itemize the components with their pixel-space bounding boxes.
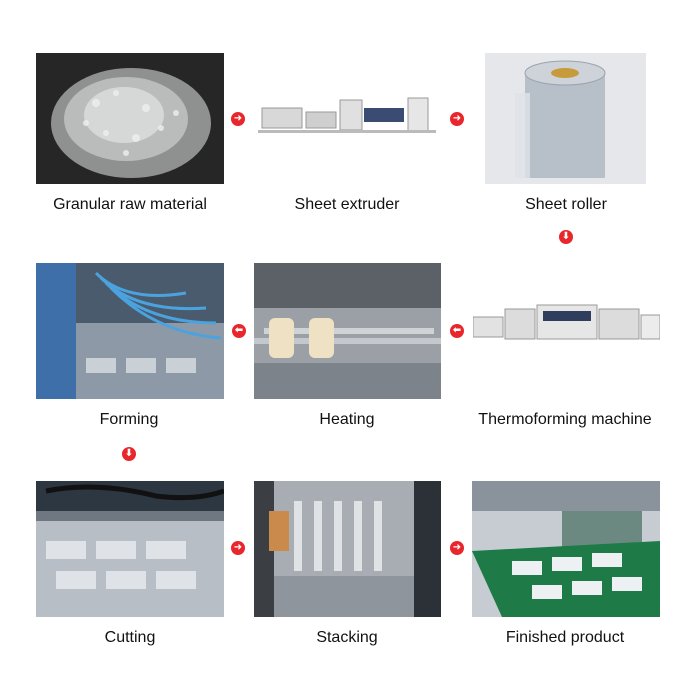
step-label: Thermoforming machine xyxy=(478,411,652,428)
step-label: Heating xyxy=(319,411,375,428)
stacking-station-image xyxy=(254,481,441,617)
arrow-left-icon: ⬅ xyxy=(450,324,464,338)
step-label: Stacking xyxy=(316,629,378,646)
step-label: Sheet roller xyxy=(525,196,607,213)
thermoforming-machine-image xyxy=(473,295,660,353)
arrow-down-icon: ⬇ xyxy=(559,230,573,244)
forming-station-image xyxy=(36,263,224,399)
heating-rollers-image xyxy=(254,263,441,399)
arrow-left-icon: ⬅ xyxy=(232,324,246,338)
step-label: Cutting xyxy=(104,629,156,646)
arrow-right-icon: ➜ xyxy=(450,541,464,555)
plastic-granules-image xyxy=(36,53,224,184)
finished-trays-image xyxy=(472,481,660,617)
step-label: Sheet extruder xyxy=(294,196,400,213)
step-label: Granular raw material xyxy=(53,196,207,213)
step-label: Finished product xyxy=(505,629,625,646)
sheet-roll-image xyxy=(485,53,646,184)
arrow-right-icon: ➜ xyxy=(231,541,245,555)
arrow-down-icon: ⬇ xyxy=(122,447,136,461)
arrow-right-icon: ➜ xyxy=(231,112,245,126)
sheet-extruder-image xyxy=(258,90,436,140)
arrow-right-icon: ➜ xyxy=(450,112,464,126)
cutting-station-image xyxy=(36,481,224,617)
step-label: Forming xyxy=(99,411,159,428)
